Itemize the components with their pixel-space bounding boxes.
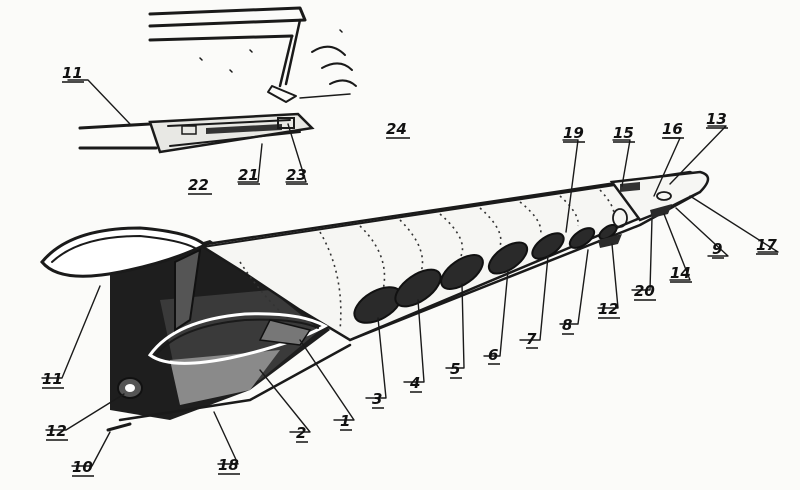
callout-15: 15 — [613, 124, 634, 142]
callout-11-top: 11 — [62, 64, 83, 82]
callout-1: 1 — [340, 412, 350, 430]
callout-5: 5 — [450, 360, 460, 378]
callout-4: 4 — [409, 374, 420, 392]
callout-23: 23 — [286, 166, 307, 184]
callout-19: 19 — [563, 124, 584, 142]
inset-detail — [78, 6, 357, 154]
callout-9: 9 — [712, 240, 722, 258]
callout-12-right: 12 — [598, 300, 619, 318]
callout-labels: 11 24 22 21 23 19 15 16 13 17 9 14 20 12… — [42, 64, 777, 476]
label-underlines — [42, 81, 778, 477]
leader-lines — [41, 79, 779, 467]
callout-17: 17 — [756, 236, 777, 254]
callout-20: 20 — [634, 282, 655, 300]
ribs — [353, 223, 618, 324]
callout-24: 24 — [386, 120, 407, 138]
callout-21: 21 — [238, 166, 259, 184]
callout-10: 10 — [72, 458, 93, 476]
callout-3: 3 — [372, 390, 382, 408]
inner-rib-profile — [147, 312, 329, 365]
callout-7: 7 — [526, 330, 537, 348]
callout-13: 13 — [706, 110, 727, 128]
callout-12-left: 12 — [46, 422, 67, 440]
callout-22: 22 — [188, 176, 209, 194]
callout-16: 16 — [662, 120, 683, 138]
callout-18: 18 — [218, 456, 239, 474]
callout-8: 8 — [562, 316, 572, 334]
callout-14: 14 — [670, 264, 691, 282]
callout-6: 6 — [488, 346, 498, 364]
wing-assembly — [40, 170, 710, 432]
callout-2: 2 — [296, 424, 306, 442]
callout-11-bottom: 11 — [42, 370, 63, 388]
